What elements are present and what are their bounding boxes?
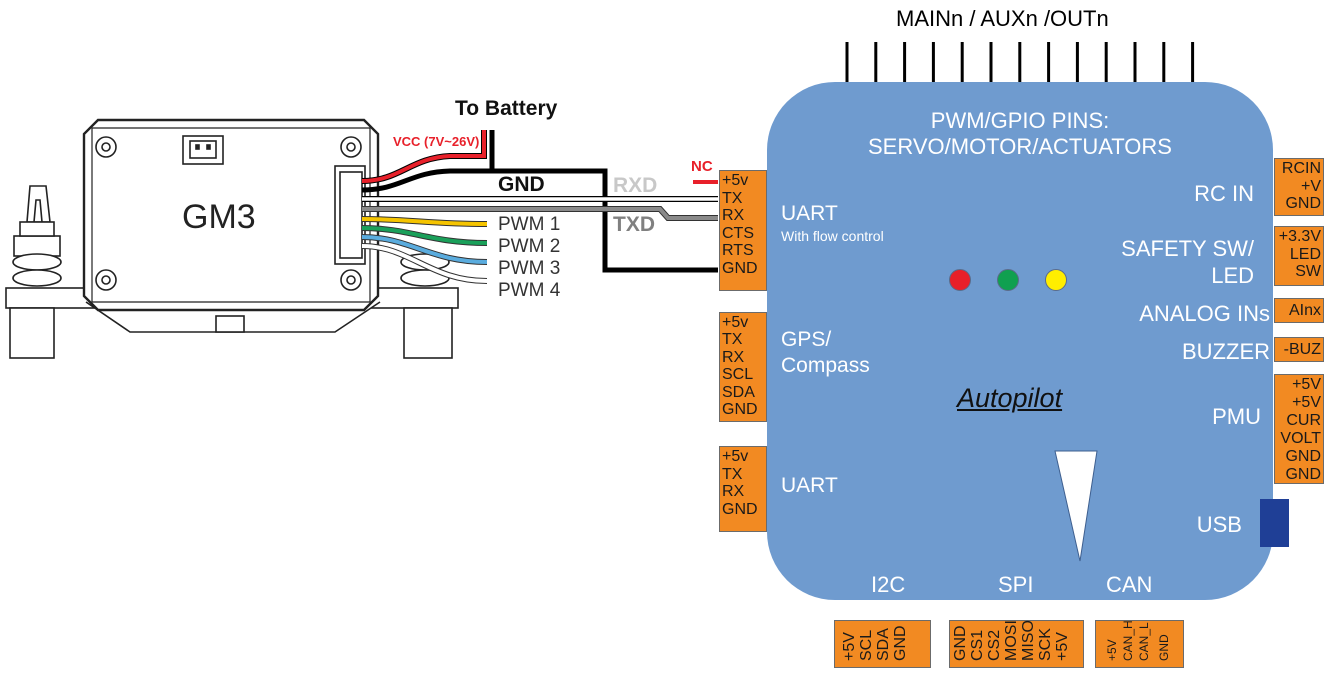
pin: GND (722, 401, 758, 419)
port-uart-label: UART (781, 474, 838, 497)
pwm2-label: PWM 2 (498, 236, 561, 257)
port-uart-flow-sublabel: With flow control (781, 228, 884, 244)
port-can-label: CAN (1106, 572, 1153, 597)
led-green-icon (997, 269, 1019, 291)
pin: GND (722, 500, 758, 518)
led-red-icon (949, 269, 971, 291)
pin: SW (1295, 263, 1321, 280)
port-gps-pins: +5v TX RX SCL SDA GND (719, 312, 767, 422)
pin: -BUZ (1283, 341, 1321, 358)
pin: MISO (1020, 620, 1037, 661)
pin: TX (722, 331, 743, 349)
pwm-header-pins (845, 42, 1195, 86)
port-analog-label: ANALOG INs (1139, 301, 1270, 326)
port-pmu-pins: +5V +5V CUR VOLT GND GND (1274, 374, 1324, 484)
gm3-wires (361, 130, 718, 284)
port-gps-label: GPS/ Compass (781, 327, 870, 379)
pin: GND (952, 625, 969, 661)
pin: +5V (1292, 376, 1321, 393)
port-spi-pins: GND CS1 CS2 MOSI MISO SCK +5V (949, 620, 1084, 668)
gnd-label: GND (498, 173, 545, 196)
pin: +5v (722, 314, 749, 331)
pin: GND (892, 625, 909, 661)
port-pmu-label: PMU (1212, 404, 1261, 429)
pin: SCK (1037, 628, 1054, 661)
port-buzzer-pins: -BUZ (1274, 337, 1324, 362)
port-rcin-pins: RCIN +V GND (1274, 158, 1324, 216)
led-yellow-icon (1045, 269, 1067, 291)
port-analog-pins: AInx (1274, 298, 1324, 323)
usb-port (1260, 499, 1289, 547)
pin: AInx (1288, 302, 1321, 319)
port-usb-label: USB (1196, 512, 1242, 537)
port-rcin-label: RC IN (1194, 181, 1254, 206)
pwm-title-line1: PWM/GPIO PINS: (930, 108, 1110, 133)
port-i2c-pins: +5V SCL SDA GND (834, 620, 931, 668)
pin: CUR (1286, 412, 1321, 429)
pin: GND (722, 259, 758, 277)
pin: LED (1289, 245, 1321, 263)
header-pins-label: MAINn / AUXn /OUTn (896, 6, 1109, 31)
vcc-label: VCC (7V~26V) (393, 134, 480, 149)
pin: RX (722, 348, 745, 366)
pin: SDA (875, 628, 892, 661)
pin: SCL (722, 366, 754, 384)
pin: +5v (722, 448, 749, 465)
pwm-title-line2: SERVO/MOTOR/ACTUATORS (868, 134, 1172, 159)
gm3-gimbal-drawing (5, 118, 459, 359)
port-gps-label-line1: GPS/ (781, 328, 832, 351)
pin: CAN_L (1137, 622, 1151, 661)
autopilot-body (767, 82, 1273, 600)
autopilot-title: Autopilot (957, 383, 1063, 413)
port-safety-label-line2: LED (1211, 263, 1254, 288)
port-uart-flow-pins: +5v TX RX CTS RTS GND (719, 170, 767, 291)
port-safety-label-line1: SAFETY SW/ (1121, 236, 1254, 261)
txd-label: TXD (613, 213, 655, 236)
pin: SCL (858, 629, 875, 661)
pin: VOLT (1280, 430, 1321, 447)
pin: SDA (722, 383, 755, 401)
pin: GND (1285, 466, 1321, 483)
pin: TX (722, 189, 743, 207)
pin: RTS (722, 242, 754, 259)
port-can-pins: +5V CAN_H CAN_L GND (1095, 620, 1184, 668)
pwm-gpio-title: PWM/GPIO PINS: SERVO/MOTOR/ACTUATORS (767, 108, 1273, 160)
pin: +5V (1105, 639, 1119, 661)
port-buzzer-label: BUZZER (1182, 339, 1270, 364)
pin: MOSI (1003, 620, 1020, 661)
port-uart-pins: +5v TX RX GND (719, 446, 767, 532)
pin: CAN_H (1121, 620, 1135, 661)
rxd-label: RXD (613, 174, 658, 197)
pin: CS1 (969, 629, 986, 661)
pin: GND (1285, 448, 1321, 465)
pin: GND (1285, 195, 1321, 212)
orientation-arrow-icon (1054, 450, 1098, 562)
pin: RX (722, 483, 745, 500)
pin: +3.3V (1278, 228, 1321, 245)
nc-label: NC (691, 158, 713, 175)
pin: TX (722, 465, 743, 483)
pin: +5V (841, 632, 858, 661)
pwm3-label: PWM 3 (498, 258, 561, 279)
port-uart-flow-label: UART (781, 202, 838, 225)
port-safety-pins: +3.3V LED SW (1274, 226, 1324, 286)
port-i2c-label: I2C (871, 572, 906, 597)
pin: GND (1157, 634, 1171, 661)
pwm4-label: PWM 4 (498, 280, 561, 301)
pin: RCIN (1281, 160, 1321, 177)
pin: +5V (1054, 632, 1071, 661)
port-spi-label: SPI (998, 572, 1034, 597)
pin: CS2 (986, 629, 1003, 661)
to-battery-label: To Battery (455, 97, 558, 120)
wire-gnd (361, 168, 718, 273)
port-gps-label-line2: Compass (781, 354, 870, 377)
pin: CTS (722, 224, 754, 242)
pin: +5V (1292, 394, 1321, 411)
pin: RX (722, 207, 745, 224)
pwm1-label: PWM 1 (498, 214, 561, 235)
pin: +5v (722, 172, 749, 189)
pin: +V (1300, 177, 1321, 195)
port-safety-label: SAFETY SW/ LED (1121, 235, 1254, 289)
gm3-label: GM3 (182, 198, 256, 236)
